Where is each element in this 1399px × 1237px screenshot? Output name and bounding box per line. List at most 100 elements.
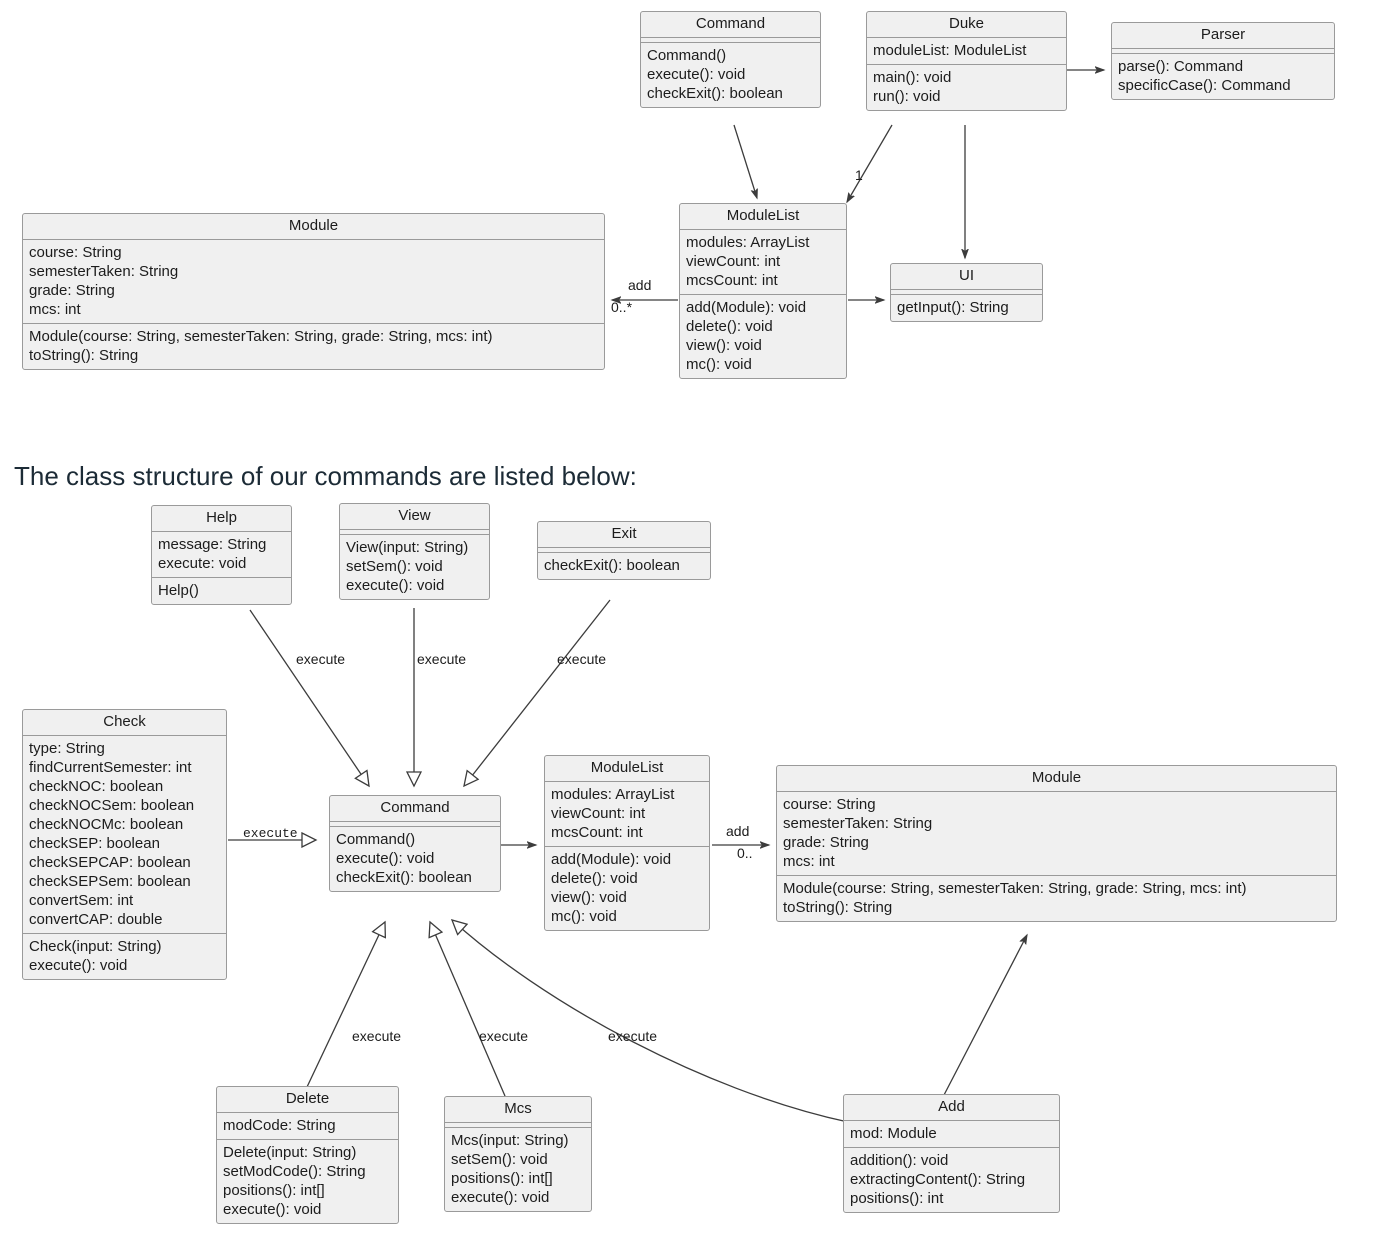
compartment-divider bbox=[680, 229, 846, 230]
class-title: Duke bbox=[948, 15, 985, 32]
method-item: mc(): void bbox=[686, 356, 752, 373]
method-item: toString(): String bbox=[29, 347, 139, 364]
attribute-item: findCurrentSemester: int bbox=[29, 759, 192, 776]
class-box-modulelist-top[interactable]: ModuleList modules: ArrayList viewCount:… bbox=[679, 203, 847, 379]
class-title: View bbox=[398, 507, 431, 524]
class-box-modulelist-bottom[interactable]: ModuleList modules: ArrayList viewCount:… bbox=[544, 755, 710, 931]
method-item: View(input: String) bbox=[346, 539, 469, 556]
methods-compartment: getInput(): String bbox=[891, 295, 1042, 321]
methods-compartment: Delete(input: String) setModCode(): Stri… bbox=[217, 1140, 398, 1223]
method-item: execute(): void bbox=[647, 66, 746, 83]
compartment-divider bbox=[445, 1122, 591, 1123]
methods-compartment: add(Module): void delete(): void view():… bbox=[680, 295, 846, 378]
method-item: Delete(input: String) bbox=[223, 1144, 357, 1161]
method-item: execute(): void bbox=[223, 1201, 322, 1218]
edge-delete-to-command bbox=[306, 922, 385, 1088]
attribute-item: course: String bbox=[783, 796, 876, 813]
compartment-divider bbox=[545, 781, 709, 782]
attribute-item: modules: ArrayList bbox=[551, 786, 675, 803]
class-title: Exit bbox=[611, 525, 637, 542]
methods-compartment: Command() execute(): void checkExit(): b… bbox=[330, 827, 500, 891]
attribute-item: viewCount: int bbox=[551, 805, 646, 822]
method-item: view(): void bbox=[551, 889, 627, 906]
compartment-divider bbox=[445, 1127, 591, 1128]
method-item: specificCase(): Command bbox=[1118, 77, 1291, 94]
methods-compartment: Help() bbox=[152, 578, 291, 604]
method-item: Help() bbox=[158, 582, 199, 599]
attribute-item: grade: String bbox=[783, 834, 869, 851]
class-box-duke[interactable]: Duke moduleList: ModuleList main(): void… bbox=[866, 11, 1067, 111]
compartment-divider bbox=[23, 323, 604, 324]
class-box-mcs[interactable]: Mcs Mcs(input: String) setSem(): void po… bbox=[444, 1096, 592, 1212]
edge-label-view-execute: execute bbox=[417, 651, 467, 667]
compartment-divider bbox=[217, 1139, 398, 1140]
attribute-item: mcsCount: int bbox=[551, 824, 643, 841]
class-title: Mcs bbox=[504, 1100, 532, 1117]
class-title: UI bbox=[959, 267, 974, 284]
class-box-command-top[interactable]: Command Command() execute(): void checkE… bbox=[640, 11, 821, 108]
methods-compartment: parse(): Command specificCase(): Command bbox=[1112, 54, 1334, 99]
edge-label-mcs-execute: execute bbox=[479, 1028, 529, 1044]
edge-label-add-execute: execute bbox=[608, 1028, 658, 1044]
class-title: Command bbox=[380, 799, 450, 816]
compartment-divider bbox=[867, 37, 1066, 38]
method-item: positions(): int[] bbox=[451, 1170, 553, 1187]
attribute-item: execute: void bbox=[158, 555, 247, 572]
compartment-divider bbox=[680, 294, 846, 295]
method-item: toString(): String bbox=[783, 899, 893, 916]
method-item: positions(): int[] bbox=[223, 1182, 325, 1199]
method-item: view(): void bbox=[686, 337, 762, 354]
methods-compartment: addition(): void extractingContent(): St… bbox=[844, 1148, 1059, 1212]
compartment-divider bbox=[23, 239, 604, 240]
attribute-item: mod: Module bbox=[850, 1125, 937, 1142]
edge-label-check-execute: execute bbox=[243, 826, 298, 841]
edge-label-delete-execute: execute bbox=[352, 1028, 402, 1044]
compartment-divider bbox=[538, 552, 710, 553]
compartment-divider bbox=[777, 875, 1336, 876]
method-item: add(Module): void bbox=[551, 851, 672, 868]
class-box-help[interactable]: Help message: String execute: void Help(… bbox=[151, 505, 292, 605]
compartment-divider bbox=[330, 826, 500, 827]
method-item: Command() bbox=[647, 47, 727, 64]
class-title: Delete bbox=[285, 1090, 330, 1107]
class-box-module-bottom[interactable]: Module course: String semesterTaken: Str… bbox=[776, 765, 1337, 922]
compartment-divider bbox=[867, 64, 1066, 65]
compartment-divider bbox=[330, 821, 500, 822]
class-box-parser[interactable]: Parser parse(): Command specificCase(): … bbox=[1111, 22, 1335, 100]
attribute-item: checkSEP: boolean bbox=[29, 835, 160, 852]
class-box-add[interactable]: Add mod: Module addition(): void extract… bbox=[843, 1094, 1060, 1213]
class-box-delete[interactable]: Delete modCode: String Delete(input: Str… bbox=[216, 1086, 399, 1224]
edge-label-add-role-top: add bbox=[628, 277, 652, 293]
attributes-compartment: message: String execute: void bbox=[152, 532, 291, 577]
method-item: Module(course: String, semesterTaken: St… bbox=[29, 328, 493, 345]
class-box-command-bottom[interactable]: Command Command() execute(): void checkE… bbox=[329, 795, 501, 892]
class-box-exit[interactable]: Exit checkExit(): boolean bbox=[537, 521, 711, 580]
class-box-module-top[interactable]: Module course: String semesterTaken: Str… bbox=[22, 213, 605, 370]
method-item: Command() bbox=[336, 831, 416, 848]
edge-add-to-module bbox=[943, 935, 1027, 1096]
compartment-divider bbox=[340, 529, 489, 530]
methods-compartment: Command() execute(): void checkExit(): b… bbox=[641, 43, 820, 107]
attribute-item: checkSEPSem: boolean bbox=[29, 873, 191, 890]
class-box-view[interactable]: View View(input: String) setSem(): void … bbox=[339, 503, 490, 600]
attributes-compartment: moduleList: ModuleList bbox=[867, 38, 1066, 64]
attributes-compartment: course: String semesterTaken: String gra… bbox=[777, 792, 1336, 875]
method-item: addition(): void bbox=[850, 1152, 949, 1169]
method-item: checkExit(): boolean bbox=[336, 869, 472, 886]
attribute-item: checkNOCSem: boolean bbox=[29, 797, 195, 814]
section-note: The class structure of our commands are … bbox=[14, 461, 637, 491]
class-box-check[interactable]: Check type: String findCurrentSemester: … bbox=[22, 709, 227, 980]
compartment-divider bbox=[844, 1147, 1059, 1148]
method-item: delete(): void bbox=[551, 870, 638, 887]
attribute-item: message: String bbox=[158, 536, 267, 553]
method-item: setSem(): void bbox=[346, 558, 443, 575]
class-box-ui[interactable]: UI getInput(): String bbox=[890, 263, 1043, 322]
attribute-item: checkNOCMc: boolean bbox=[29, 816, 184, 833]
attribute-item: convertSem: int bbox=[29, 892, 134, 909]
method-item: execute(): void bbox=[29, 957, 128, 974]
attributes-compartment: modules: ArrayList viewCount: int mcsCou… bbox=[545, 782, 709, 846]
methods-compartment: main(): void run(): void bbox=[867, 65, 1066, 110]
edge-label-multiplicity-bottom: 0.. bbox=[737, 845, 753, 861]
class-title: Parser bbox=[1200, 26, 1246, 43]
compartment-divider bbox=[152, 531, 291, 532]
